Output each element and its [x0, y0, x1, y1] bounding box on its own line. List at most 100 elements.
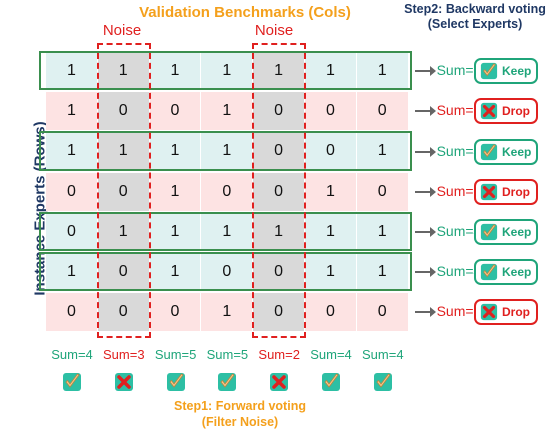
noise-label-col-5: Noise	[254, 22, 294, 39]
cross-icon	[480, 183, 498, 200]
step1-caption: Step1: Forward voting (Filter Noise)	[150, 398, 330, 430]
step2-caption: Step2: Backward voting (Select Experts)	[400, 2, 550, 32]
column-keep-icon	[321, 372, 341, 392]
matrix-cell: 1	[253, 212, 304, 251]
matrix-cell: 0	[253, 293, 304, 332]
matrix-cell: 0	[201, 172, 253, 211]
check-icon	[218, 373, 237, 391]
drop-badge: Drop	[474, 178, 538, 205]
check-icon	[480, 143, 498, 160]
matrix-cell: 1	[201, 132, 253, 171]
matrix-cell: 0	[253, 132, 304, 171]
matrix-cell: 1	[356, 52, 408, 91]
check-icon	[480, 263, 498, 281]
row-arrow	[414, 186, 436, 197]
matrix-cell: 1	[356, 212, 408, 251]
matrix-cell: 1	[305, 253, 356, 292]
matrix-cell: 0	[305, 293, 356, 332]
matrix-cell: 0	[356, 172, 408, 211]
matrix-cell: 1	[149, 253, 201, 292]
kept-row-box	[39, 51, 412, 91]
matrix-cell: 1	[201, 212, 253, 251]
matrix-cell: 0	[305, 132, 356, 171]
noise-label-col-2: Noise	[102, 22, 142, 39]
matrix-cell: 0	[97, 172, 149, 211]
matrix-cell: 1	[97, 52, 149, 91]
kept-row-box	[39, 211, 412, 251]
drop-badge: Drop	[474, 299, 538, 326]
diagram-title: Validation Benchmarks (Cols)	[139, 4, 351, 21]
matrix-cell: 0	[356, 92, 408, 131]
row-arrow	[414, 146, 436, 157]
column-sum: Sum=4	[362, 347, 404, 362]
matrix-cell: 0	[253, 92, 304, 131]
row-sum: Sum=5	[436, 62, 482, 79]
row-sum: Sum=4	[436, 142, 482, 159]
matrix-cell: 0	[356, 293, 408, 332]
decision-label: Keep	[502, 144, 532, 159]
decision-label: Keep	[502, 224, 532, 239]
matrix-cell: 1	[149, 132, 201, 171]
step1-line2: (Filter Noise)	[201, 415, 279, 429]
column-sum: Sum=5	[206, 347, 249, 362]
step2-line1: Step2: Backward voting	[404, 2, 546, 16]
check-icon	[480, 223, 498, 240]
cross-icon	[270, 373, 289, 391]
kept-row-box	[39, 252, 412, 292]
matrix-cell: 1	[305, 52, 356, 91]
matrix-cell: 1	[46, 92, 97, 131]
cross-icon	[114, 373, 133, 391]
matrix-cell: 1	[356, 132, 408, 171]
matrix-cell: 0	[97, 92, 149, 131]
row-sum: Sum=4	[436, 263, 482, 280]
matrix-cell: 1	[46, 253, 97, 292]
matrix-cell: 1	[149, 52, 201, 91]
matrix-cell: 1	[201, 92, 253, 131]
noise-column-box	[96, 43, 151, 339]
cross-icon	[480, 304, 498, 321]
check-icon	[373, 373, 392, 391]
keep-badge: Keep	[474, 138, 538, 165]
matrix-cell: 0	[253, 253, 304, 292]
cross-icon	[480, 103, 498, 120]
matrix-cell: 1	[356, 253, 408, 292]
matrix-cell: 1	[305, 172, 356, 211]
matrix-cell: 1	[149, 172, 201, 211]
row-sum: Sum=1	[436, 303, 482, 320]
keep-badge: Keep	[474, 58, 538, 85]
column-sum: Sum=4	[310, 347, 352, 362]
check-icon	[166, 373, 185, 391]
matrix-cell: 1	[253, 52, 304, 91]
row-arrow	[414, 307, 436, 318]
matrix-cell: 0	[253, 172, 304, 211]
step2-line2: (Select Experts)	[427, 17, 523, 31]
matrix-cell: 0	[46, 293, 97, 332]
matrix-cell: 0	[97, 293, 149, 332]
row-arrow	[414, 226, 436, 237]
decision-label: Drop	[502, 305, 530, 320]
matrix-cell: 1	[149, 212, 201, 251]
column-drop-icon	[114, 372, 134, 392]
column-sum: Sum=4	[51, 347, 93, 362]
column-keep-icon	[166, 372, 186, 392]
decision-label: Keep	[502, 265, 532, 280]
drop-badge: Drop	[474, 98, 538, 125]
row-arrow	[414, 267, 436, 278]
matrix-cell: 0	[201, 253, 253, 292]
column-sum: Sum=3	[103, 347, 145, 362]
decision-label: Keep	[502, 64, 532, 79]
column-sum: Sum=2	[258, 347, 300, 362]
row-arrow	[414, 66, 436, 77]
matrix-cell: 1	[97, 212, 149, 251]
row-sum: Sum=2	[436, 182, 482, 199]
column-keep-icon	[217, 372, 237, 392]
matrix-cell: 0	[305, 92, 356, 131]
check-icon	[321, 373, 340, 391]
matrix-cell: 1	[46, 132, 97, 171]
kept-row-box	[39, 131, 412, 171]
decision-label: Drop	[502, 104, 530, 119]
matrix-cell: 1	[305, 212, 356, 251]
keep-badge: Keep	[474, 259, 538, 286]
matrix-cell: 0	[149, 293, 201, 332]
